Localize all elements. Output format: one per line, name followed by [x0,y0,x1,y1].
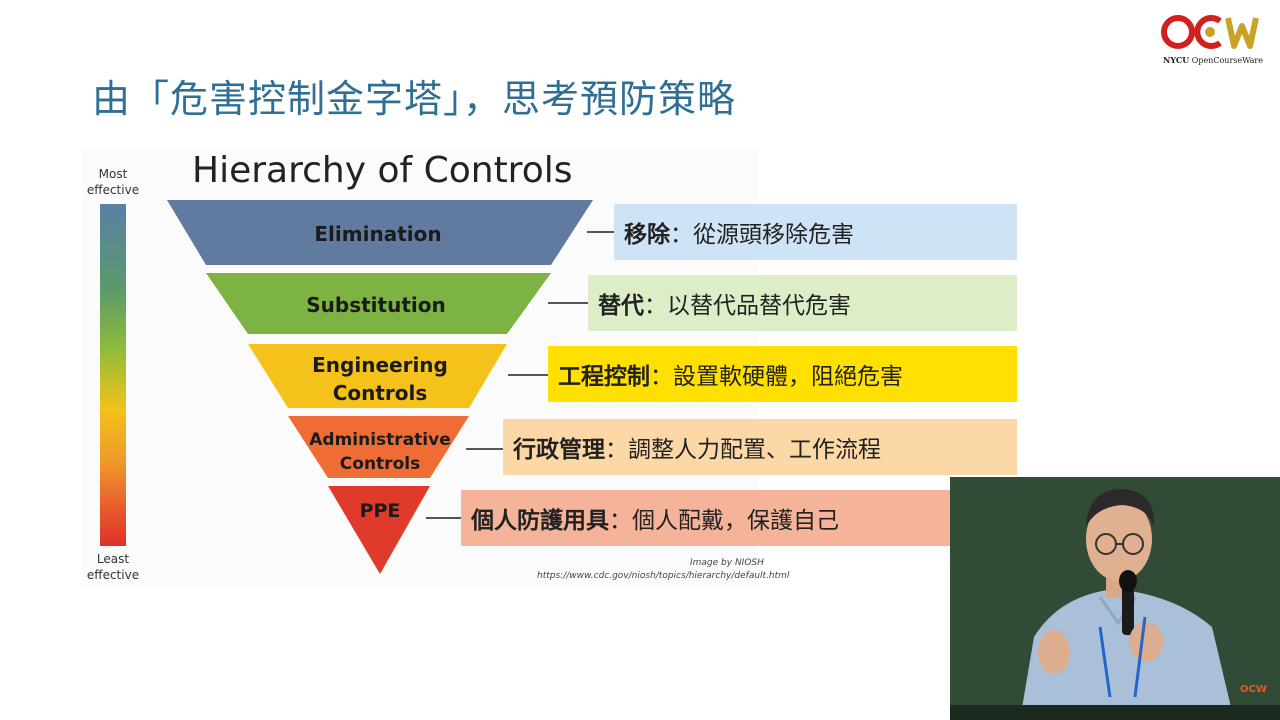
connector-line [466,448,503,450]
video-ocw-watermark: OCW [1240,684,1267,695]
connector-line [548,302,588,304]
level-label-elimination: Elimination [314,222,442,246]
least-effective-label: Least effective [86,552,140,582]
annotation-substitution: 替代：以替代品替代危害 [588,275,1017,331]
annotation-term: 個人防護用具 [471,508,609,534]
annotation-ppe: 個人防護用具：個人配戴，保護自己 [461,490,961,546]
level-label-engineering: Engineering Controls [312,353,448,405]
annotation-desc: 從源頭移除危害 [693,222,854,248]
connector-line [587,231,614,233]
annotation-desc: 以替代品替代危害 [667,293,851,319]
annotation-desc: 調整人力配置、工作流程 [628,437,881,463]
slide-title: 由「危害控制金字塔」，思考預防策略 [92,77,737,121]
connector-line [508,374,548,376]
lecturer-video: OCW [950,477,1280,720]
engineering-band [248,344,507,408]
annotation-term: 移除 [624,222,670,248]
annotation-engineering: 工程控制：設置軟硬體，阻絕危害 [548,346,1017,402]
connector-line [426,517,462,519]
annotation-administrative: 行政管理：調整人力配置、工作流程 [503,419,1017,475]
elimination-band [167,200,593,265]
level-label-ppe: PPE [359,500,401,522]
annotation-desc: 個人配戴，保護自己 [632,508,839,534]
administrative-band [288,416,469,478]
annotation-term: 工程控制 [558,364,650,390]
annotation-term: 行政管理 [513,437,605,463]
ppe-band [328,486,430,574]
image-credit: Image by NIOSH [690,558,764,568]
lecturer-figure: OCW [950,477,1280,720]
hierarchy-heading: Hierarchy of Controls [192,150,573,191]
annotation-desc: 設置軟硬體，阻絕危害 [673,364,903,390]
substitution-band [206,273,551,334]
effectiveness-gradient-bar [100,204,126,546]
level-label-substitution: Substitution [306,293,446,317]
logo-subtitle: NYCU OpenCourseWare [1163,55,1263,65]
level-label-administrative: Administrative Controls [309,430,451,474]
annotation-elimination: 移除：從源頭移除危害 [614,204,1017,260]
ocw-logo [1161,15,1259,49]
most-effective-label: Most effective [86,167,140,197]
source-url: https://www.cdc.gov/niosh/topics/hierarc… [537,571,790,581]
annotation-term: 替代 [598,293,644,319]
